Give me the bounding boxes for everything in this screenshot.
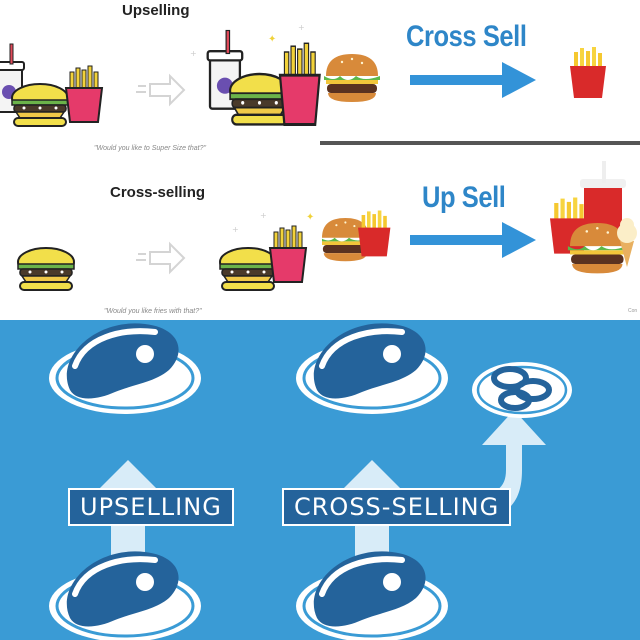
curved-side-arrow-icon <box>460 410 546 520</box>
cartoon-burger-icon <box>11 83 69 127</box>
steak-diagram <box>0 320 572 640</box>
side-dish-plate-icon <box>472 362 572 418</box>
cross-sell-panel: Cross Sell <box>322 0 640 142</box>
cross-selling-label: CROSS-SELLING <box>282 488 512 526</box>
up-sell-label: Up Sell <box>422 181 506 214</box>
fries-icon <box>570 47 606 98</box>
upselling-illustration: ✦ + + <box>0 23 322 127</box>
bottom-steak-plate-icon <box>296 551 448 640</box>
svg-text:+: + <box>190 49 197 58</box>
upselling-caption-visible: "Would you like to Super Size that?" <box>94 145 206 152</box>
small-fries-icon <box>65 65 103 123</box>
steak-diagram-panel: UPSELLING CROSS-SELLING <box>0 320 640 640</box>
cross-selling-title: Cross-selling <box>110 184 206 201</box>
fries-icon <box>358 210 391 257</box>
upselling-panel: Upselling ✦ + + "Would you like to Super… <box>0 0 322 142</box>
large-fries-icon <box>278 41 322 126</box>
cross-selling-illustration: ✦ + + <box>17 211 314 291</box>
up-sell-illustration <box>322 161 637 274</box>
up-sell-arrow-icon <box>410 222 536 258</box>
svg-text:✦: ✦ <box>268 34 276 45</box>
svg-text:+: + <box>260 211 267 220</box>
ice-cream-icon <box>617 218 637 267</box>
bottom-steak-plate-icon <box>49 551 201 640</box>
divider <box>320 141 640 145</box>
svg-text:✦: ✦ <box>306 212 314 223</box>
fries-icon <box>269 225 307 283</box>
cross-sell-label: Cross Sell <box>406 20 527 53</box>
top-steak-plate-icon <box>296 323 448 414</box>
upselling-title: Upselling <box>122 2 190 19</box>
top-steak-plate-icon <box>49 323 201 414</box>
cross-selling-panel: Cross-selling ✦ + + "Would you like frie… <box>0 160 322 320</box>
svg-text:+: + <box>232 225 239 234</box>
cross-sell-arrow-icon <box>410 62 536 98</box>
burger-icon <box>324 54 380 102</box>
svg-text:+: + <box>298 23 305 32</box>
corner-text: Con <box>628 308 638 314</box>
up-sell-panel: Up Sell Con <box>322 145 640 320</box>
cartoon-burger-icon <box>219 247 277 291</box>
gesture-arrow-icon <box>135 243 185 273</box>
gesture-arrow-icon <box>135 75 185 105</box>
sparkle-icon: ✦ + + <box>232 211 314 234</box>
cartoon-burger-icon <box>17 247 75 291</box>
sparkle-icon: ✦ + + <box>190 23 305 58</box>
upselling-label: UPSELLING <box>68 488 234 526</box>
cross-selling-caption: "Would you like fries with that?" <box>104 308 202 315</box>
